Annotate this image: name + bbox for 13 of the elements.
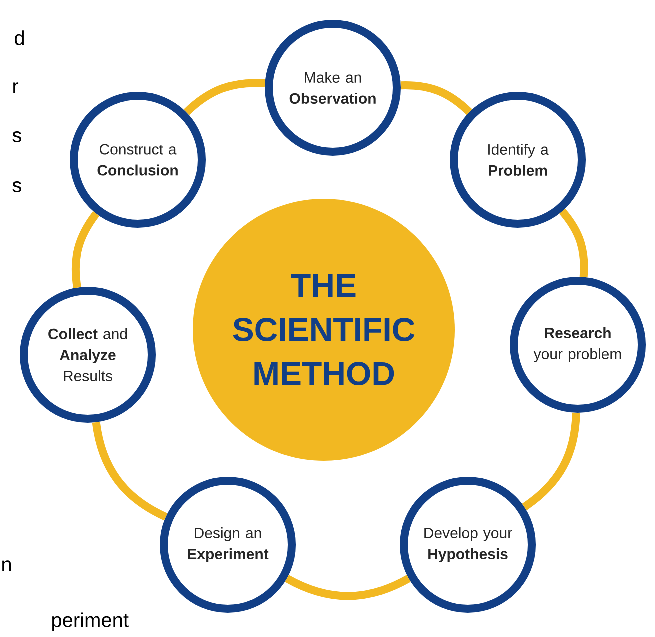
ring-arc xyxy=(559,208,588,278)
ring-arc xyxy=(285,575,411,600)
ring-arc xyxy=(522,412,580,510)
ring-arc xyxy=(92,422,168,521)
ring-arc xyxy=(184,79,266,116)
text-fragment: s xyxy=(12,132,22,142)
text-fragment: s xyxy=(12,182,22,192)
text-fragment: periment xyxy=(52,612,129,632)
text-fragment: n xyxy=(2,560,12,572)
ring-arc xyxy=(400,82,472,116)
ring-arc xyxy=(72,211,100,288)
text-fragment: d xyxy=(15,30,24,46)
text-fragment: r xyxy=(14,82,19,94)
